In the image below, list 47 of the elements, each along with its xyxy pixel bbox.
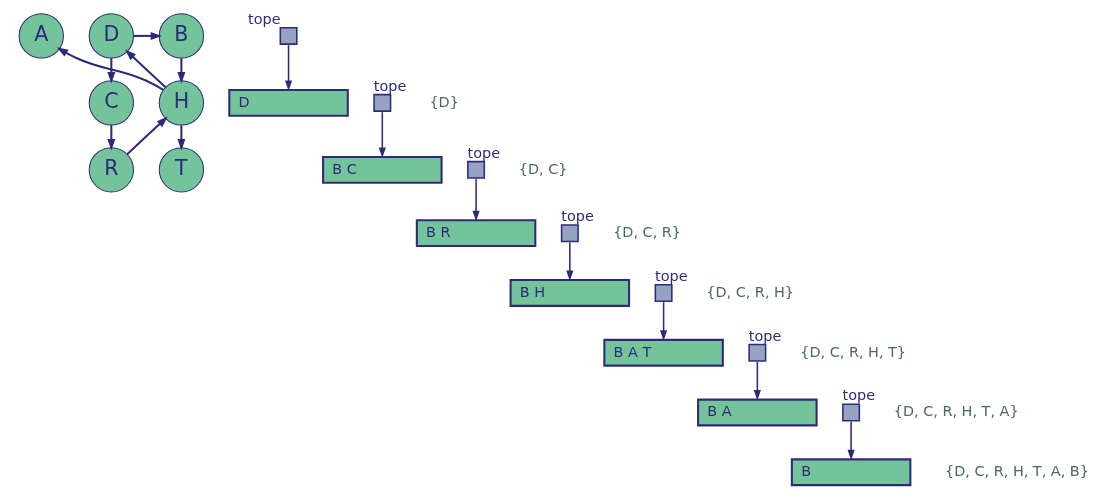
node-circle: R: [88, 147, 134, 193]
node-box: [467, 160, 486, 179]
node-label: tope: [248, 10, 281, 27]
arrow: [133, 31, 163, 40]
node-label: tope: [655, 267, 688, 284]
arrow: [378, 111, 386, 158]
arrow: [753, 361, 761, 401]
label: {D, C, R, H, T, A}: [893, 403, 1019, 420]
arrow: [107, 125, 116, 151]
label: {D, C, R, H, T, A, B}: [945, 463, 1089, 480]
node-label: tope: [373, 77, 407, 94]
node-box: [654, 283, 673, 302]
node-box: B C: [322, 155, 443, 184]
node-circle: B: [158, 13, 205, 59]
arrow: [56, 47, 164, 91]
node-box: B A T: [603, 338, 724, 367]
arrow: [847, 421, 855, 461]
node-box: [279, 26, 298, 45]
arrow: [177, 125, 186, 151]
node-box: B A: [697, 398, 818, 427]
label: {D}: [429, 93, 459, 110]
label: {D, C, R}: [613, 224, 682, 241]
arrow: [284, 44, 293, 91]
node-box: [560, 224, 579, 243]
node-box: [748, 343, 767, 362]
arrow: [566, 241, 574, 281]
arrow: [177, 58, 186, 84]
node-box: [842, 403, 861, 422]
node-box: B H: [509, 279, 631, 307]
label: {D, C, R, H, T}: [800, 343, 907, 360]
node-box: D: [228, 88, 349, 117]
node-label: tope: [748, 327, 782, 344]
node-box: B R: [415, 219, 537, 248]
label: {D, C}: [518, 160, 568, 177]
label: {D, C, R, H}: [706, 283, 795, 300]
node-circle: C: [88, 80, 134, 126]
arrow: [472, 178, 480, 222]
node-circle: T: [158, 147, 205, 193]
node-circle: A: [18, 13, 64, 59]
node-label: tope: [561, 208, 594, 225]
arrow: [124, 49, 167, 88]
node-label: tope: [842, 387, 876, 404]
arrow: [126, 116, 168, 155]
node-box: B: [790, 458, 912, 487]
node-box: [373, 93, 392, 112]
node-label: tope: [467, 144, 501, 161]
arrow: [659, 301, 668, 341]
